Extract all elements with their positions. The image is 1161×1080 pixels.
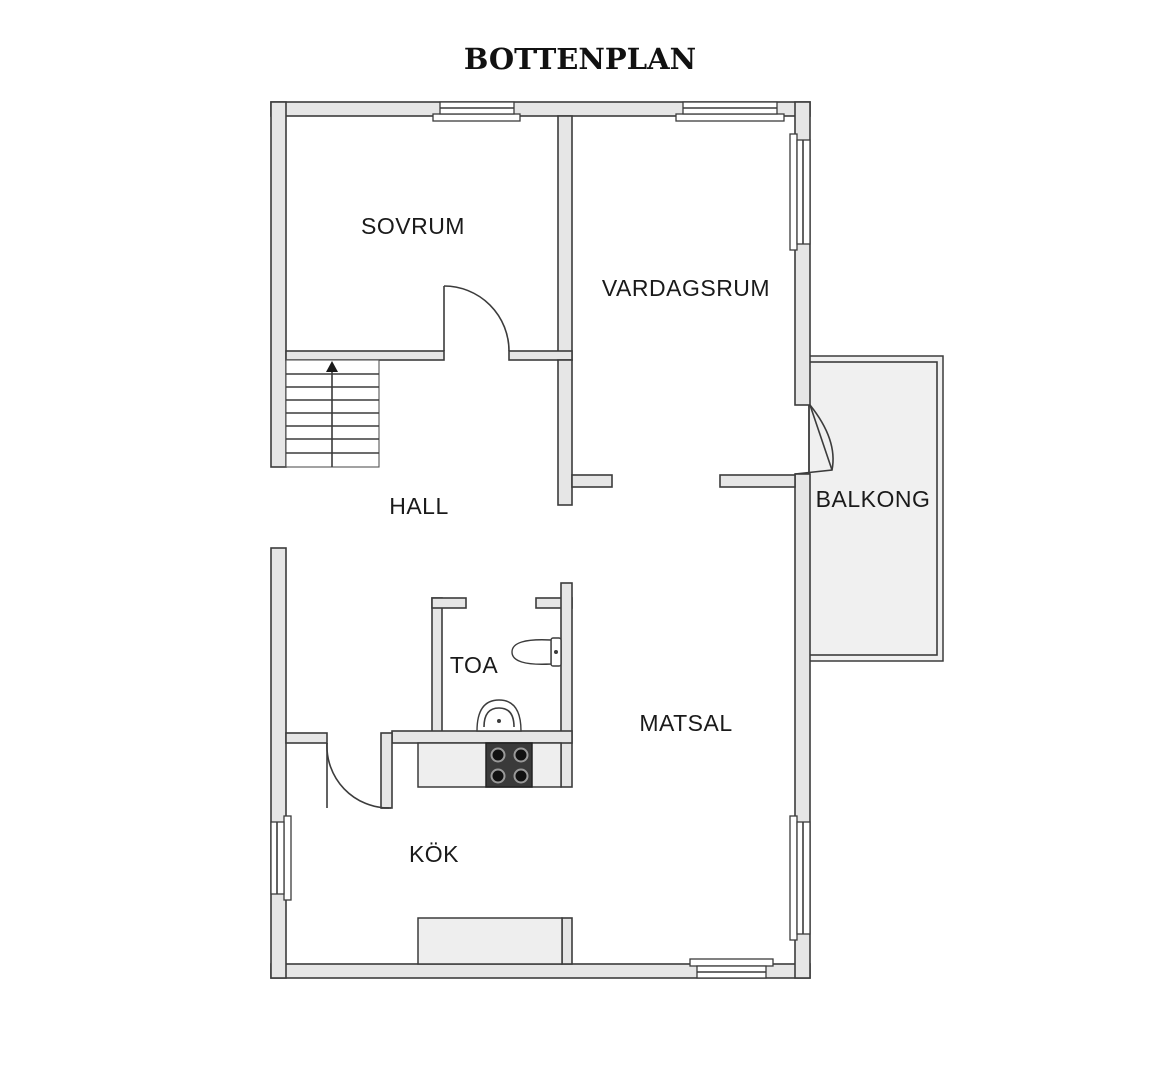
doors: [326, 285, 834, 809]
door-balkong: [794, 404, 834, 475]
room-label-toa: TOA: [450, 652, 499, 678]
plan-title: BOTTENPLAN: [464, 42, 696, 76]
kitchen-counter-bottom: [417, 917, 563, 965]
room-label-balkong: BALKONG: [816, 486, 931, 512]
room-label-kok: KÖK: [409, 841, 459, 867]
stair-arrow-icon: [326, 361, 338, 372]
window-kok-left: [270, 815, 292, 901]
toilet-icon: [511, 637, 562, 667]
room-labels: SOVRUM VARDAGSRUM HALL BALKONG TOA MATSA…: [361, 213, 930, 867]
door-sovrum: [443, 285, 510, 352]
stove-burners-icon: [490, 747, 529, 784]
windows: [270, 101, 811, 979]
room-label-vardagsrum: VARDAGSRUM: [602, 275, 770, 301]
window-vardagsrum-top: [675, 101, 785, 122]
balcony: [808, 355, 944, 662]
window-matsal-right: [789, 815, 811, 941]
window-sovrum-top: [432, 101, 521, 122]
room-label-hall: HALL: [389, 493, 449, 519]
kitchen-fixtures: [417, 742, 563, 965]
room-label-matsal: MATSAL: [639, 710, 732, 736]
window-matsal-bottom: [689, 958, 774, 979]
room-label-sovrum: SOVRUM: [361, 213, 465, 239]
sink-icon: [476, 699, 522, 732]
window-vardagsrum-right: [789, 133, 811, 251]
door-kok: [326, 742, 391, 809]
staircase: [285, 359, 380, 468]
interior-walls: [285, 115, 796, 965]
outer-walls: [270, 101, 811, 979]
